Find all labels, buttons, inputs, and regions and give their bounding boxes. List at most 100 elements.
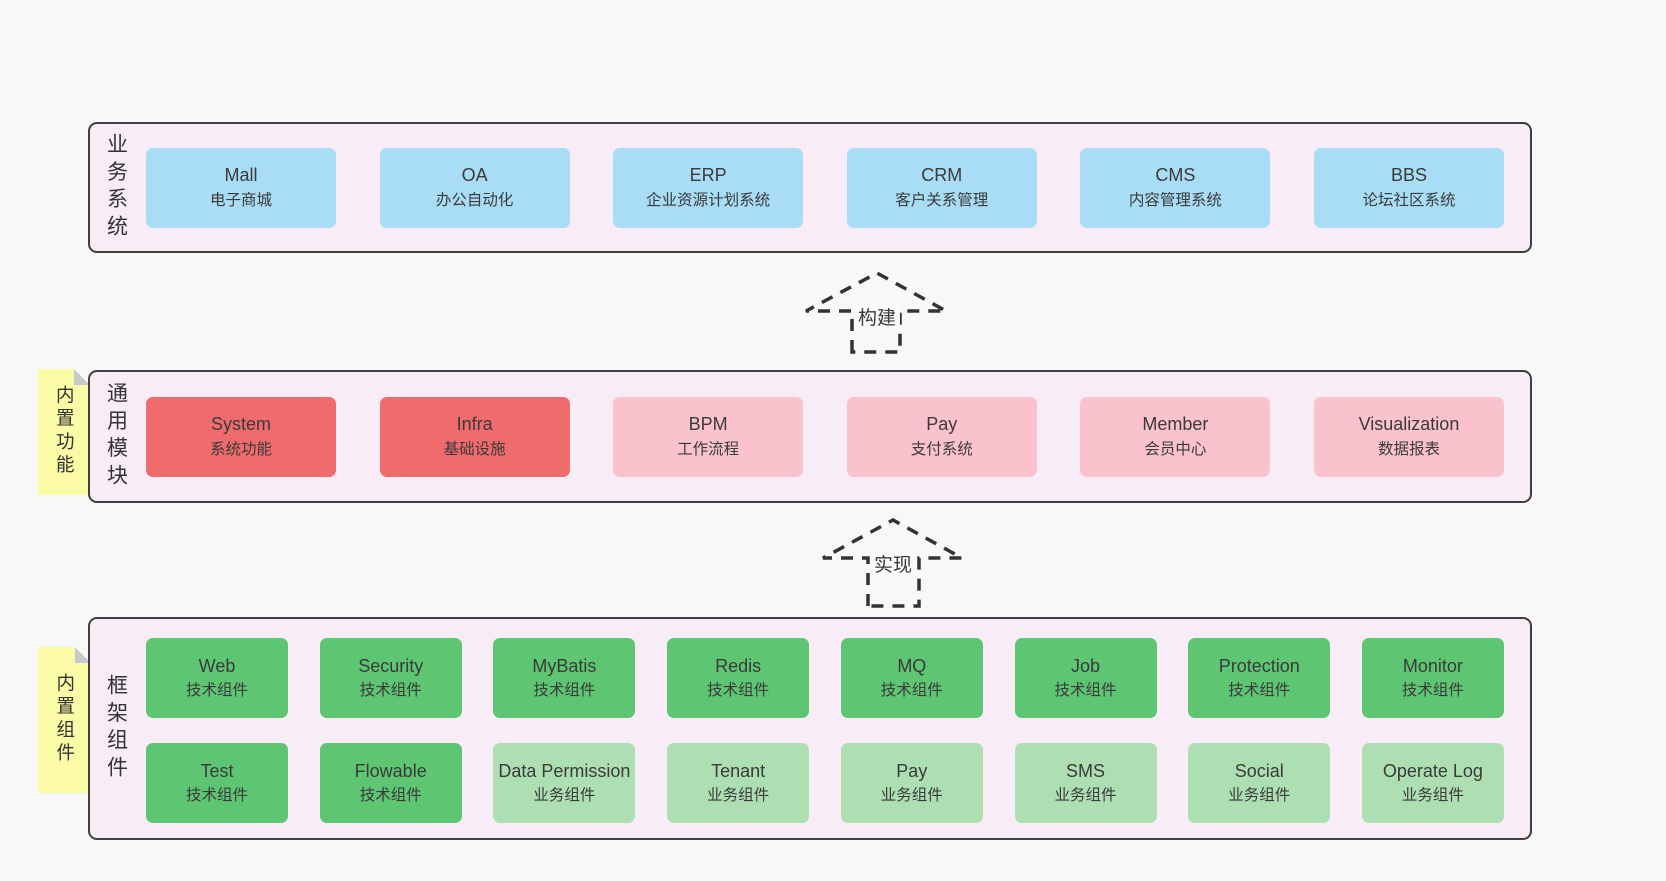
box-mybatis: MyBatis 技术组件 <box>493 638 636 718</box>
band-modules-content: System 系统功能 Infra 基础设施 BPM 工作流程 Pay 支付系统… <box>142 372 1530 501</box>
box-title: Job <box>1071 655 1101 676</box>
box-infra: Infra 基础设施 <box>379 396 570 477</box>
box-title: Tenant <box>711 760 766 781</box>
box-protection: Protection 技术组件 <box>1188 638 1331 718</box>
band-framework-content: Web 技术组件 Security 技术组件 MyBatis 技术组件 Redi… <box>142 619 1530 838</box>
box-social: Social 业务组件 <box>1188 743 1331 823</box>
box-tenant: Tenant 业务组件 <box>667 743 810 823</box>
note-built-in-features-label: 内置功能 <box>54 385 76 479</box>
box-monitor: Monitor 技术组件 <box>1361 638 1504 718</box>
band-business-label: 业务系统 <box>104 132 128 243</box>
box-subtitle: 技术组件 <box>1054 682 1117 700</box>
box-mall: Mall 电子商城 <box>146 147 336 228</box>
box-subtitle: 技术组件 <box>1228 682 1291 700</box>
box-subtitle: 业务组件 <box>533 787 596 805</box>
box-subtitle: 技术组件 <box>707 682 770 700</box>
box-operate-log: Operate Log 业务组件 <box>1361 743 1504 823</box>
arrow-implement: 实现 <box>822 513 964 610</box>
box-subtitle: 业务组件 <box>707 787 770 805</box>
box-subtitle: 技术组件 <box>359 787 422 805</box>
box-title: MQ <box>897 655 927 676</box>
band-business-content: Mall 电子商城 OA 办公自动化 ERP 企业资源计划系统 CRM 客户关系… <box>142 124 1530 251</box>
box-subtitle: 技术组件 <box>359 682 422 700</box>
box-subtitle: 系统功能 <box>209 440 272 458</box>
box-subtitle: 技术组件 <box>880 682 943 700</box>
band-modules-label-wrap: 通用模块 <box>90 372 142 501</box>
box-title: Web <box>198 655 236 676</box>
box-subtitle: 技术组件 <box>1401 682 1464 700</box>
box-security: Security 技术组件 <box>319 638 462 718</box>
box-subtitle: 电子商城 <box>209 191 272 209</box>
box-redis: Redis 技术组件 <box>667 638 810 718</box>
box-title: Data Permission <box>498 760 631 781</box>
box-subtitle: 技术组件 <box>185 682 248 700</box>
box-subtitle: 基础设施 <box>443 440 506 458</box>
box-subtitle: 业务组件 <box>880 787 943 805</box>
box-crm: CRM 客户关系管理 <box>846 147 1037 228</box>
box-subtitle: 技术组件 <box>533 682 596 700</box>
box-title: Protection <box>1218 655 1300 676</box>
up-arrow-dashed-icon <box>805 271 947 354</box>
box-subtitle: 数据报表 <box>1377 440 1440 458</box>
box-title: Social <box>1234 760 1284 781</box>
box-title: OA <box>461 165 488 186</box>
box-flowable: Flowable 技术组件 <box>319 743 462 823</box>
box-web: Web 技术组件 <box>146 638 288 718</box>
box-title: Test <box>200 760 234 781</box>
box-cms: CMS 内容管理系统 <box>1080 147 1271 228</box>
box-title: Monitor <box>1402 655 1463 676</box>
box-subtitle: 会员中心 <box>1144 440 1207 458</box>
framework-row-1: Web 技术组件 Security 技术组件 MyBatis 技术组件 Redi… <box>146 638 1504 718</box>
box-pay-component: Pay 业务组件 <box>840 743 983 823</box>
box-title: Redis <box>715 655 762 676</box>
box-subtitle: 客户关系管理 <box>895 191 989 209</box>
band-modules-label: 通用模块 <box>104 381 128 492</box>
box-subtitle: 业务组件 <box>1401 787 1464 805</box>
box-subtitle: 企业资源计划系统 <box>646 191 771 209</box>
note-built-in-features: 内置功能 <box>38 369 90 495</box>
box-mq: MQ 技术组件 <box>840 638 983 718</box>
band-business-label-wrap: 业务系统 <box>90 124 142 251</box>
band-framework-components: 框架组件 Web 技术组件 Security 技术组件 MyBatis 技术组件… <box>88 617 1532 840</box>
box-title: BPM <box>688 414 728 435</box>
band-common-modules: 通用模块 System 系统功能 Infra 基础设施 BPM 工作流程 Pay… <box>88 370 1532 503</box>
band-framework-label-wrap: 框架组件 <box>90 619 142 838</box>
box-title: Member <box>1142 414 1209 435</box>
up-arrow-dashed-icon <box>822 518 963 608</box>
box-subtitle: 工作流程 <box>677 440 740 458</box>
box-title: BBS <box>1390 165 1427 186</box>
box-title: Security <box>358 655 424 676</box>
box-pay-module: Pay 支付系统 <box>846 396 1037 477</box>
box-subtitle: 业务组件 <box>1228 787 1291 805</box>
box-system: System 系统功能 <box>146 396 336 477</box>
box-subtitle: 内容管理系统 <box>1128 191 1222 209</box>
box-subtitle: 技术组件 <box>185 787 248 805</box>
box-title: Operate Log <box>1382 760 1483 781</box>
box-data-permission: Data Permission 业务组件 <box>493 743 636 823</box>
box-title: Flowable <box>354 760 427 781</box>
box-subtitle: 办公自动化 <box>435 191 514 209</box>
arrow-build-label: 构建 <box>853 302 901 331</box>
arrow-build: 构建 <box>805 266 947 356</box>
box-title: SMS <box>1066 760 1106 781</box>
box-test: Test 技术组件 <box>146 743 288 823</box>
box-title: Pay <box>896 760 928 781</box>
box-job: Job 技术组件 <box>1014 638 1157 718</box>
arrow-implement-label: 实现 <box>869 549 917 578</box>
framework-row-2: Test 技术组件 Flowable 技术组件 Data Permission … <box>146 743 1504 823</box>
box-title: Pay <box>926 414 958 435</box>
box-subtitle: 论坛社区系统 <box>1362 191 1456 209</box>
box-subtitle: 支付系统 <box>910 440 973 458</box>
box-title: Mall <box>224 165 258 186</box>
box-visualization: Visualization 数据报表 <box>1313 396 1504 477</box>
box-member: Member 会员中心 <box>1080 396 1271 477</box>
box-subtitle: 业务组件 <box>1054 787 1117 805</box>
box-title: MyBatis <box>532 655 597 676</box>
box-title: Visualization <box>1358 414 1460 435</box>
box-title: ERP <box>689 165 727 186</box>
band-framework-label: 框架组件 <box>104 673 128 784</box>
note-built-in-components-label: 内置组件 <box>54 673 76 767</box>
band-business-systems: 业务系统 Mall 电子商城 OA 办公自动化 ERP 企业资源计划系统 CRM… <box>88 122 1532 253</box>
box-bbs: BBS 论坛社区系统 <box>1313 147 1504 228</box>
